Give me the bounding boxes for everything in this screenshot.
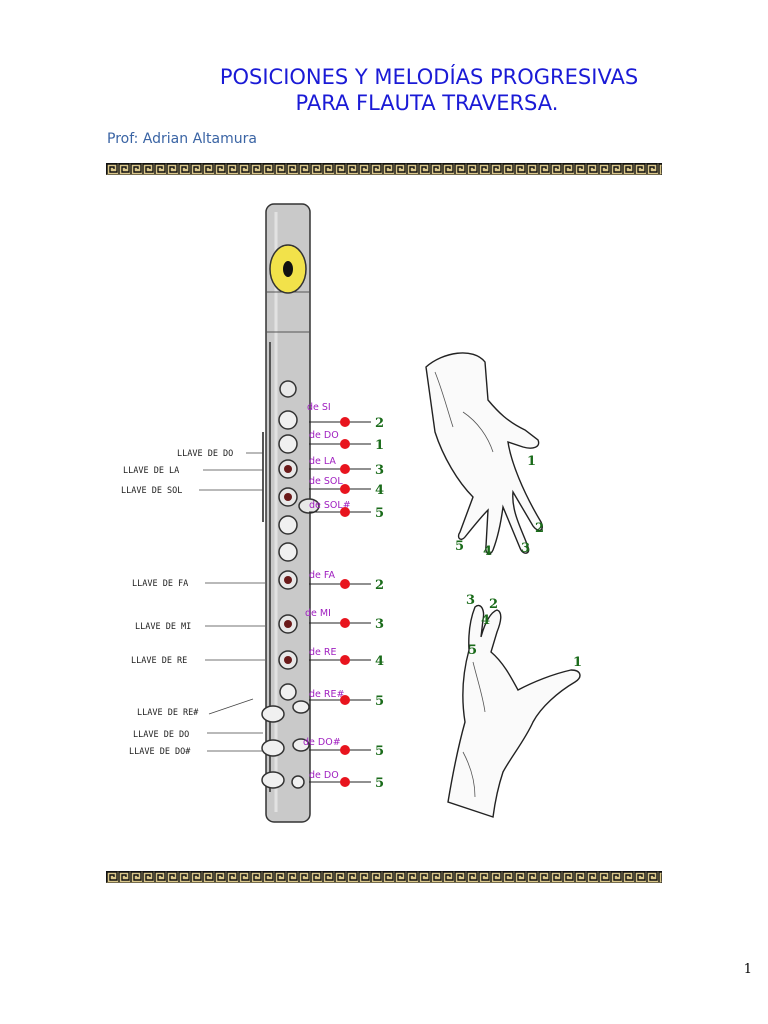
flute-key — [278, 650, 298, 670]
key-label: LLAVE DE LA — [123, 466, 179, 476]
right-hand-finger-number: 4 — [481, 613, 490, 628]
right-hand-finger-number: 3 — [466, 593, 475, 608]
callout-dot — [340, 618, 350, 628]
flute-key — [261, 771, 305, 789]
key-label: LLAVE DE DO — [177, 449, 233, 459]
flute-fingering-figure: LLAVE DE DO LLAVE DE LA LLAVE DE SOL LLA… — [121, 203, 582, 823]
note-label: de FA — [309, 570, 335, 581]
callout-dot — [340, 507, 350, 517]
callout-dot — [340, 439, 350, 449]
left-hand-illustration — [425, 352, 543, 555]
note-label: de DO — [309, 430, 339, 441]
flute-key — [279, 380, 297, 398]
flute-key — [278, 614, 298, 634]
left-hand-finger-number: 3 — [521, 541, 530, 556]
note-label: de DO# — [303, 737, 341, 748]
title-line-1: POSICIONES Y MELODÍAS PROGRESIVAS — [219, 65, 639, 89]
key-label: LLAVE DE FA — [132, 579, 188, 589]
greek-key-border-bottom — [106, 871, 662, 883]
callout-dot — [340, 745, 350, 755]
key-label: LLAVE DE DO# — [129, 747, 191, 757]
key-label: LLAVE DE RE — [131, 656, 187, 666]
callout-dot — [340, 695, 350, 705]
embouchure-hole — [283, 261, 293, 277]
finger-number: 5 — [375, 506, 384, 521]
left-hand-finger-number: 1 — [527, 454, 536, 469]
finger-number: 4 — [375, 483, 384, 498]
note-label: de RE# — [309, 689, 344, 700]
right-hand-finger-number: 2 — [489, 597, 498, 612]
key-label: LLAVE DE MI — [135, 622, 191, 632]
finger-number: 5 — [375, 744, 384, 759]
flute-body — [265, 203, 311, 823]
left-hand-finger-number: 5 — [455, 539, 464, 554]
note-label: de SOL# — [309, 500, 351, 511]
finger-number: 5 — [375, 776, 384, 791]
finger-number: 3 — [375, 617, 384, 632]
right-hand-finger-number: 5 — [468, 643, 477, 658]
finger-number: 4 — [375, 654, 384, 669]
flute-key — [278, 434, 298, 454]
flute-key — [278, 410, 298, 430]
flute-key — [279, 683, 297, 701]
title-line-2: PARA FLAUTA TRAVERSA. — [295, 91, 559, 115]
flute-key — [261, 738, 310, 757]
flute-key — [278, 487, 298, 507]
right-hand-finger-number: 1 — [573, 655, 582, 670]
callout-dot — [340, 777, 350, 787]
finger-number: 3 — [375, 463, 384, 478]
key-label: LLAVE DE SOL — [121, 486, 182, 496]
note-label: de MI — [305, 608, 331, 619]
page-number: 1 — [743, 962, 752, 977]
page-title: POSICIONES Y MELODÍAS PROGRESIVAS PARA F… — [0, 64, 768, 116]
left-hand-finger-number: 2 — [535, 521, 544, 536]
key-label: LLAVE DE DO — [133, 730, 189, 740]
left-hand-finger-number: 4 — [483, 544, 492, 559]
finger-number: 2 — [375, 578, 384, 593]
author-name: Prof: Adrian Altamura — [107, 131, 257, 147]
right-hand-illustration — [447, 604, 581, 818]
finger-number: 5 — [375, 694, 384, 709]
finger-number: 1 — [375, 438, 384, 453]
callout-dot — [340, 417, 350, 427]
flute-key — [261, 700, 310, 723]
flute-key — [298, 498, 320, 514]
note-label: de RE — [309, 647, 337, 658]
flute-key — [278, 570, 298, 590]
flute-key — [278, 542, 298, 562]
callout-dot — [340, 484, 350, 494]
greek-key-border-top — [106, 163, 662, 175]
callout-dot — [340, 579, 350, 589]
key-label: LLAVE DE RE# — [137, 708, 199, 718]
flute-key — [278, 459, 298, 479]
note-label: de SOL — [309, 476, 343, 487]
finger-number: 2 — [375, 416, 384, 431]
note-label: de SI — [307, 402, 331, 413]
note-label: de LA — [309, 456, 336, 467]
flute-key — [278, 515, 298, 535]
callout-dot — [340, 464, 350, 474]
callout-dot — [340, 655, 350, 665]
note-label: de DO — [309, 770, 339, 781]
